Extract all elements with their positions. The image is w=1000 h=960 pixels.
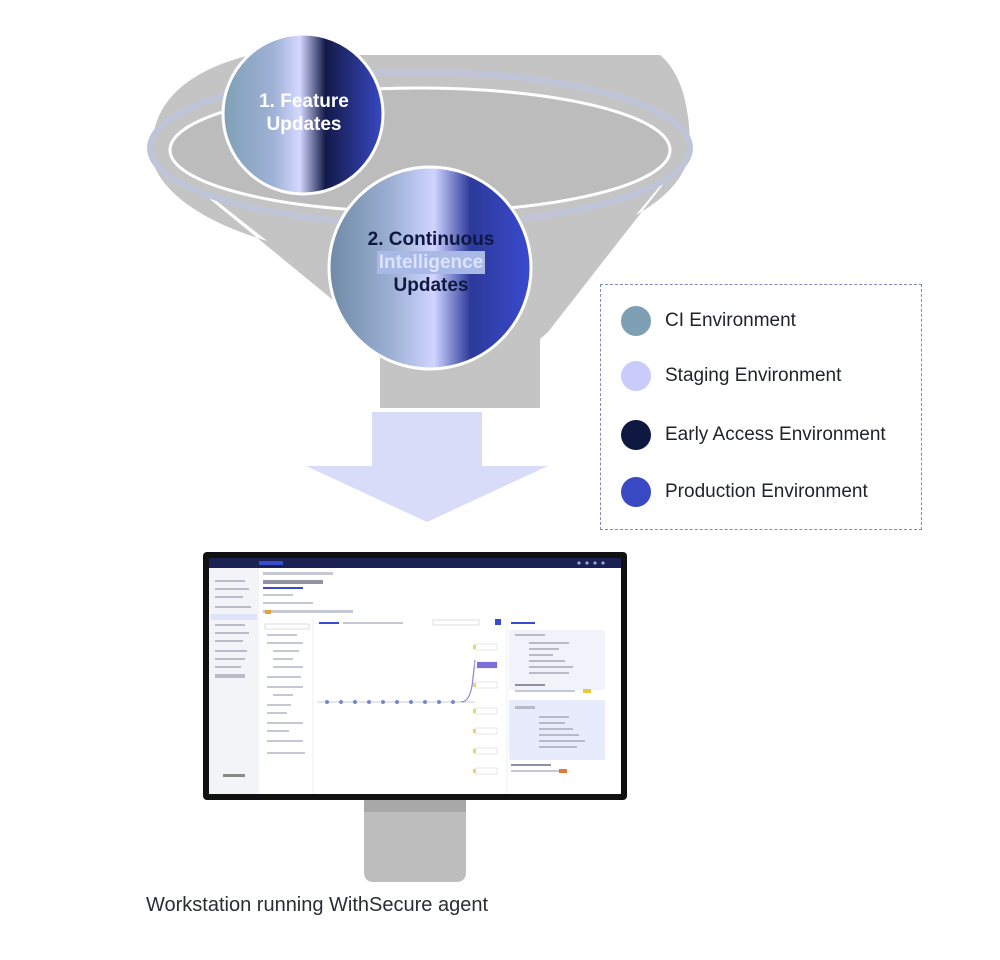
legend-item-production: Production Environment — [621, 475, 868, 509]
legend-label: Early Access Environment — [665, 424, 886, 445]
legend-item-early-access: Early Access Environment — [621, 418, 886, 452]
production-environment-dot — [621, 477, 651, 507]
legend-label: Production Environment — [665, 481, 868, 502]
ci-environment-dot — [621, 306, 651, 336]
monitor-screen — [209, 558, 621, 794]
down-arrow — [306, 412, 548, 522]
legend-label: CI Environment — [665, 310, 796, 331]
staging-environment-dot — [621, 361, 651, 391]
early-access-environment-dot — [621, 420, 651, 450]
workstation-caption: Workstation running WithSecure agent — [146, 894, 489, 916]
continuous-intelligence-label: 2. Continuous Intelligence Updates — [367, 229, 495, 296]
legend-item-staging: Staging Environment — [621, 359, 841, 393]
legend-label: Staging Environment — [665, 365, 842, 386]
dashboard-screenshot — [209, 558, 621, 794]
legend-item-ci: CI Environment — [621, 304, 796, 338]
monitor-stand — [364, 796, 466, 882]
environment-legend: CI Environment Staging Environment Early… — [600, 284, 922, 530]
feature-updates-label: 1. Feature Updates — [259, 91, 349, 135]
feature-updates-bubble — [221, 32, 385, 196]
funnel-cone — [150, 150, 690, 372]
